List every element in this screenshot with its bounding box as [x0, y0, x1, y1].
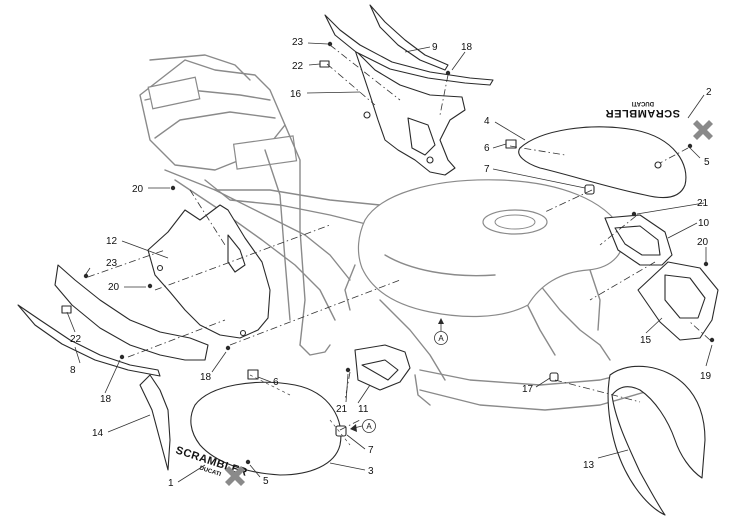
logo-subtext: DUCATI: [631, 100, 654, 106]
callout-3: 3: [368, 466, 374, 477]
part-9-trim: [324, 4, 494, 86]
callout-8: 8: [70, 365, 76, 376]
callout-5-right: 5: [704, 157, 710, 168]
part-3-left-cover: [190, 381, 342, 476]
bolt: [170, 185, 176, 191]
part-15-box: [637, 261, 719, 341]
logo-text: SCRAMBLER: [605, 107, 680, 119]
clip: [247, 369, 259, 380]
grommet: [584, 184, 595, 195]
fuel-tank: [357, 179, 624, 318]
callout-4: 4: [484, 116, 490, 127]
callout-labels: 1 2 3 4 5 5 6 6 7 7 8 9 10 11 12 13 14 1…: [70, 37, 712, 489]
callout-21-right: 21: [697, 198, 709, 209]
bolt: [225, 345, 231, 351]
callout-6-left: 6: [273, 377, 279, 388]
callout-13: 13: [583, 460, 595, 471]
assembly-lines: [87, 44, 711, 446]
bolt: [631, 211, 637, 217]
callout-23-top: 23: [292, 37, 304, 48]
part-4-right-cover: [518, 126, 687, 199]
reference-label: A: [438, 334, 444, 343]
bolt: [687, 143, 693, 149]
callout-20-top: 20: [132, 184, 144, 195]
part-8-lower-panel: [17, 264, 209, 377]
bolt: [445, 70, 451, 76]
callout-21-left: 21: [336, 404, 348, 415]
bolt: [119, 354, 125, 360]
callout-10: 10: [698, 218, 710, 229]
reference-mark-a-upper: A: [434, 318, 448, 345]
callout-23-left: 23: [106, 258, 118, 269]
callout-7-right: 7: [484, 164, 490, 175]
callout-17: 17: [522, 384, 534, 395]
reference-mark-a-lower: A: [350, 419, 376, 433]
part-12-side-cover: [147, 204, 271, 339]
callout-22-top: 22: [292, 61, 304, 72]
callout-18-left: 18: [100, 394, 112, 405]
bolt: [709, 337, 715, 343]
callout-6-right: 6: [484, 143, 490, 154]
part-14-lower-guard: [139, 374, 171, 471]
grommet: [549, 372, 559, 382]
callout-11: 11: [358, 404, 369, 415]
clip: [319, 60, 330, 68]
callout-1: 1: [168, 478, 174, 489]
part-13-rear-guard: [607, 365, 706, 516]
bolt: [345, 367, 351, 373]
callout-19: 19: [700, 371, 712, 382]
callout-14: 14: [92, 428, 104, 439]
callout-18-top: 18: [461, 42, 473, 53]
callout-7-left: 7: [368, 445, 374, 456]
logo-x-mark-left: [225, 466, 245, 486]
part-16-side-panel: [354, 49, 466, 176]
callout-12: 12: [106, 236, 118, 247]
bolt: [83, 273, 89, 279]
callout-20-right: 20: [697, 237, 709, 248]
bolt: [703, 261, 709, 267]
callout-5-left: 5: [263, 476, 269, 487]
callout-18-middle: 18: [200, 372, 212, 383]
leader-lines: [66, 42, 713, 483]
callout-22-left: 22: [70, 334, 82, 345]
clip: [61, 305, 72, 314]
callout-16: 16: [290, 89, 302, 100]
callout-15: 15: [640, 335, 652, 346]
bolt: [147, 283, 153, 289]
bolt: [327, 41, 333, 47]
callout-2: 2: [706, 87, 712, 98]
scrambler-logo-right: SCRAMBLER DUCATI: [605, 100, 680, 119]
bolt: [245, 459, 251, 465]
logo-x-mark-right: [693, 120, 713, 140]
reference-label: A: [366, 422, 372, 431]
part-11-guard: [354, 344, 411, 391]
callout-20-left: 20: [108, 282, 120, 293]
callout-9: 9: [432, 42, 438, 53]
fasteners: [61, 41, 715, 465]
